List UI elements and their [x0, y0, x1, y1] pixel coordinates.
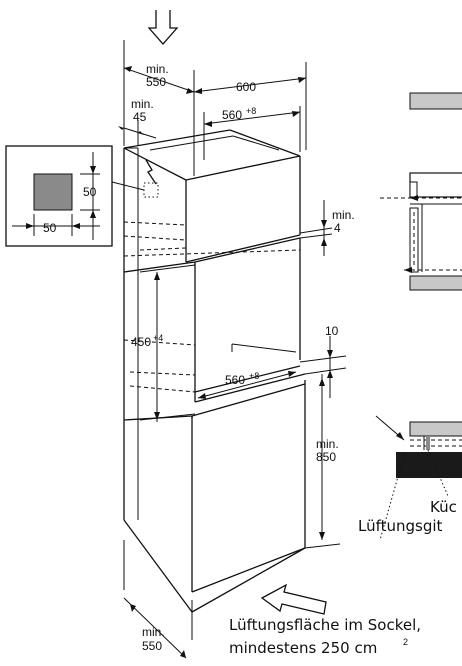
niche-560-top-label: 560 [222, 108, 242, 122]
right-detail-bottom [375, 415, 462, 541]
dark-plinth-panel [396, 452, 462, 478]
dim-10 [299, 336, 347, 398]
min-550-top-label-min: min. [146, 62, 169, 76]
right-detail-top [409, 92, 462, 110]
lueftungsgitter-label: Lüftungsgit [358, 517, 443, 535]
socket-detail-inset [5, 145, 145, 247]
kueche-label: Küc [430, 498, 457, 516]
min-4-label-value: 4 [334, 221, 341, 235]
dim-min-850 [304, 374, 341, 549]
tall-cabinet [123, 129, 306, 613]
dim-600 [193, 62, 307, 176]
niche-560-bottom-label: 560 [225, 373, 245, 387]
lightning-icon [145, 159, 157, 185]
min-550-bottom-label-value: 550 [142, 639, 162, 653]
dim-560-bottom [197, 371, 297, 399]
hollow-arrow-left-icon [260, 583, 327, 615]
min-550-bottom-label-min: min. [142, 625, 165, 639]
sockel-caption-line2: mindestens 250 cm [229, 639, 377, 657]
inset-dim-50-right: 50 [83, 185, 97, 199]
right-detail-middle [380, 172, 462, 291]
min-45-label-min: min. [131, 97, 154, 111]
dim-min-550-bottom [123, 540, 193, 659]
dim-560-top [203, 106, 301, 160]
min-550-top-label-value: 550 [146, 75, 166, 89]
niche-560-bottom-sup: +8 [249, 371, 259, 381]
cutout-square [33, 173, 73, 211]
dim-min-45 [118, 120, 157, 146]
inset-dim-50-bottom: 50 [43, 221, 57, 235]
niche-560-top-sup: +8 [246, 106, 256, 116]
dim-min-550-top [123, 40, 195, 146]
min-45-label-value: 45 [133, 110, 147, 124]
min-4-label-min: min. [332, 208, 355, 222]
min-850-label-min: min. [316, 437, 339, 451]
dim-min-4 [299, 200, 333, 256]
hollow-arrow-down-icon [147, 10, 179, 45]
sockel-caption-sup: 2 [403, 637, 408, 647]
height-450-label: 450 [131, 335, 151, 349]
min-850-label-value: 850 [316, 450, 336, 464]
sockel-caption-line1: Lüftungsfläche im Sockel, [229, 616, 421, 634]
dim-450 [139, 264, 196, 422]
width-600-label: 600 [236, 80, 256, 94]
gap-10-label: 10 [325, 324, 339, 338]
height-450-sup: +4 [153, 333, 163, 343]
socket-cutout [143, 182, 159, 198]
